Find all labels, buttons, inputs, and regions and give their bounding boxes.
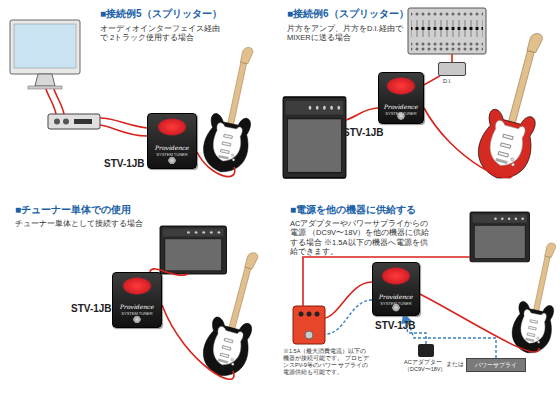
output-cable <box>100 125 147 136</box>
effect-switch <box>305 331 313 339</box>
di-box: D.I. <box>438 62 466 76</box>
bass-guitar <box>472 26 560 184</box>
section-description: 片方をアンプ、片方をD.I.経由で MIXERに送る場合 <box>287 24 405 43</box>
mixer <box>408 8 486 54</box>
power-cable <box>325 300 372 334</box>
device-label: ACアダプター （DC9V〜18V） <box>404 359 450 372</box>
amp-cable <box>346 108 378 120</box>
interface-body <box>48 114 100 129</box>
electric-guitar <box>199 42 269 176</box>
section-heading: ■電源を他の機器に供給する <box>290 204 416 217</box>
section-description: ACアダプターやパワーサプライからの電源 （DC9V〜18V）を他の機器に供給す… <box>290 219 435 257</box>
footnote: ※1.5A（最大消費電流）以下の 機器が接続可能です。 プロビデンスPV-9等の… <box>283 348 371 376</box>
signal-cables <box>346 54 513 178</box>
interface-meter <box>74 119 92 124</box>
audio-interface <box>48 114 100 129</box>
usb-cable <box>46 89 56 114</box>
guitar-amp <box>160 226 227 274</box>
signal-cables <box>46 89 235 177</box>
electric-guitar <box>198 247 273 382</box>
mixer-channels <box>411 11 483 51</box>
monitor-base <box>28 86 62 89</box>
product-name: SYSTEM TUNER <box>373 302 419 307</box>
product-name: SYSTEM TUNER <box>379 112 423 117</box>
monitor-screen <box>14 24 76 68</box>
power-supply: パワーサプライ <box>466 358 526 372</box>
conjunction-label: または <box>446 361 464 368</box>
ac-adapter: ACアダプター （DC9V〜18V） <box>418 344 434 357</box>
monitor-stand <box>35 74 55 86</box>
interface-knob <box>54 119 60 125</box>
model-name: STV-1JB <box>104 158 145 170</box>
computer-monitor <box>10 20 80 89</box>
usb-cable <box>54 89 64 114</box>
product-name: SYSTEM TUNER <box>113 312 161 317</box>
section-description: オーディオインターフェイス経由で 2トラック使用する場合 <box>100 24 225 43</box>
electric-guitar <box>508 239 560 357</box>
brand-name: Providence <box>379 103 423 110</box>
model-name: STV-1JB <box>71 303 112 315</box>
signal-cables <box>303 257 539 352</box>
effect-knob <box>299 312 304 317</box>
guitar-cable <box>420 294 539 352</box>
device-label: パワーサプライ <box>467 362 525 369</box>
effect-body <box>293 306 325 344</box>
section-heading: ■チューナー単体での使用 <box>15 204 131 217</box>
tuner-pedal: STV-1JBProvidenceSYSTEM TUNER <box>378 72 424 124</box>
section-description: チューナー単体として接続する場合 <box>15 219 155 228</box>
tuner-pedal: STV-1JBProvidenceSYSTEM TUNER <box>372 262 420 316</box>
guitar-amp <box>470 212 530 262</box>
signal-cables <box>150 269 234 379</box>
effect-knob <box>315 312 320 317</box>
guitar-cable <box>424 108 513 178</box>
brand-name: Providence <box>113 303 161 310</box>
product-name: SYSTEM TUNER <box>148 153 196 158</box>
brand-name: Providence <box>148 144 196 151</box>
cable-connector <box>406 316 496 358</box>
mixer-body <box>408 8 486 54</box>
guitar-cable <box>197 152 235 177</box>
brand-name: Providence <box>373 293 419 300</box>
interface-knob <box>63 119 69 125</box>
mixer-cable <box>451 54 453 62</box>
section-heading: ■接続例5（スプリッター） <box>100 8 222 21</box>
section-heading: ■接続例6（スプリッター） <box>287 8 409 21</box>
effect-cable <box>325 282 372 318</box>
effect-pedal <box>293 306 325 344</box>
device-label: D.I. <box>443 78 452 85</box>
model-name: STV-1JB <box>343 127 384 139</box>
cable-connector <box>424 76 440 85</box>
effect-knob <box>307 312 312 317</box>
guitar-amp <box>283 97 346 178</box>
tuner-pedal: STV-1JBProvidenceSYSTEM TUNER <box>147 113 197 169</box>
guitar-cable <box>162 305 234 379</box>
monitor-frame <box>10 20 80 74</box>
tuner-pedal: STV-1JBProvidenceSYSTEM TUNER <box>112 272 162 328</box>
model-name: STV-1JB <box>375 320 416 332</box>
